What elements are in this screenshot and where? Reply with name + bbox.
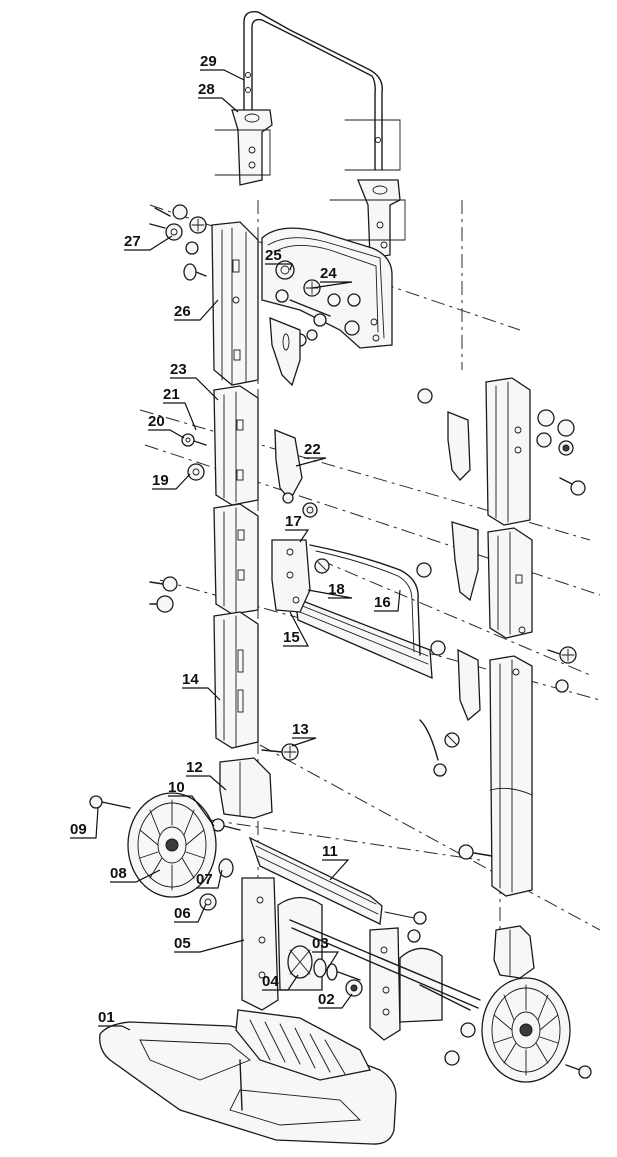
callout-20: 20 [148,413,165,430]
callout-02: 02 [318,991,335,1008]
right-fasteners-middle [547,646,577,693]
part-11-lower-crossbar [248,836,493,925]
callout-03: 03 [312,935,329,952]
part-03-spacer [313,958,361,981]
callout-leaders [70,69,401,1031]
wheel-right [444,977,592,1083]
callout-17: 17 [285,513,302,530]
callout-09: 09 [70,821,87,838]
right-upper-frame [485,377,531,526]
callout-28: 28 [198,81,215,98]
part-15-left-frame-mid [213,503,259,615]
callout-29: 29 [200,53,217,70]
right-latch-upper [417,388,471,481]
part-06-nut [199,893,217,911]
right-lower-frame [489,655,533,897]
callout-06: 06 [174,905,191,922]
part-18-bracket [271,539,311,613]
callout-24: 24 [320,265,337,282]
latch-upper [269,317,301,387]
callout-22: 22 [304,441,321,458]
part-04-gear [287,945,313,979]
part-25-cross-plate [261,227,393,349]
part-26-left-upper-frame [211,221,259,386]
part-17-screw [314,558,330,574]
part-09-pin [89,795,131,809]
callout-21: 21 [163,386,180,403]
left-side-knobs [149,576,178,613]
rear-axle [289,919,481,1038]
callout-15: 15 [283,629,300,646]
part-07-bushing [218,858,234,878]
center-fasteners [419,640,481,777]
callout-10: 10 [168,779,185,796]
callout-04: 04 [262,973,279,990]
base-bracket-right [369,927,443,1041]
crossbar-fasteners [384,911,427,943]
part-12-end-cap [219,757,273,819]
part-23-left-middle-frame [213,385,259,506]
callout-11: 11 [322,843,338,860]
part-28-bracket-right [329,119,406,259]
callout-13: 13 [292,721,309,738]
callout-08: 08 [110,865,127,882]
part-01-base-plate [99,1009,397,1145]
part-27-knob-cluster [149,204,207,281]
callout-27: 27 [124,233,141,250]
part-08-wheel-left [127,792,217,898]
part-10-bolt [211,818,241,832]
callout-16: 16 [374,594,391,611]
callout-01: 01 [98,1009,115,1026]
part-29-handle [243,11,383,171]
part-20-knob [181,433,207,447]
callout-12: 12 [186,759,203,776]
callout-26: 26 [174,303,191,320]
callout-23: 23 [170,361,187,378]
callout-19: 19 [152,472,169,489]
part-16-cross-brace [294,544,433,680]
callout-05: 05 [174,935,191,952]
right-latch-middle [416,521,479,602]
right-foot-cap [493,925,535,979]
callout-07: 07 [196,871,213,888]
callout-18: 18 [328,581,345,598]
callout-25: 25 [265,247,282,264]
part-14-left-lower-frame [213,611,259,749]
right-fasteners-upper [536,409,586,496]
part-02-nut [345,979,363,997]
callout-14: 14 [182,671,199,688]
part-22-latch [274,429,318,518]
part-13-screw [261,743,299,761]
callout-labels: 29 28 27 25 24 26 23 21 20 19 22 17 18 1… [70,53,391,1026]
right-middle-frame [487,527,533,639]
part-28-bracket-left [214,109,273,186]
part-19-nut [187,463,205,481]
